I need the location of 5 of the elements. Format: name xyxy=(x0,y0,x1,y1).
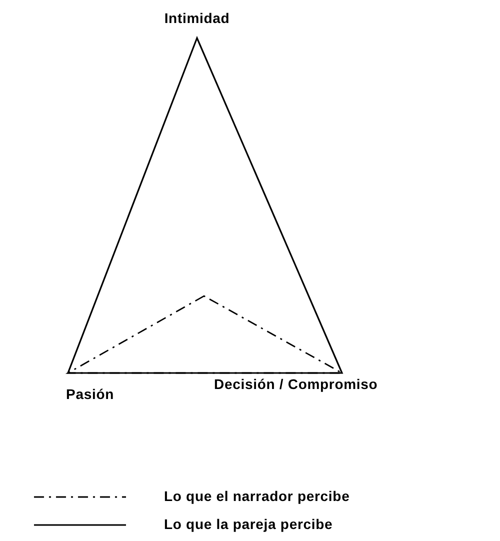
axis-label: Decisión / Compromiso xyxy=(214,375,378,394)
axis-label: Pasión xyxy=(66,385,114,404)
legend-label: Lo que el narrador percibe xyxy=(164,487,350,506)
axis-label: Intimidad xyxy=(163,9,231,28)
legend-label: Lo que la pareja percibe xyxy=(164,515,333,534)
